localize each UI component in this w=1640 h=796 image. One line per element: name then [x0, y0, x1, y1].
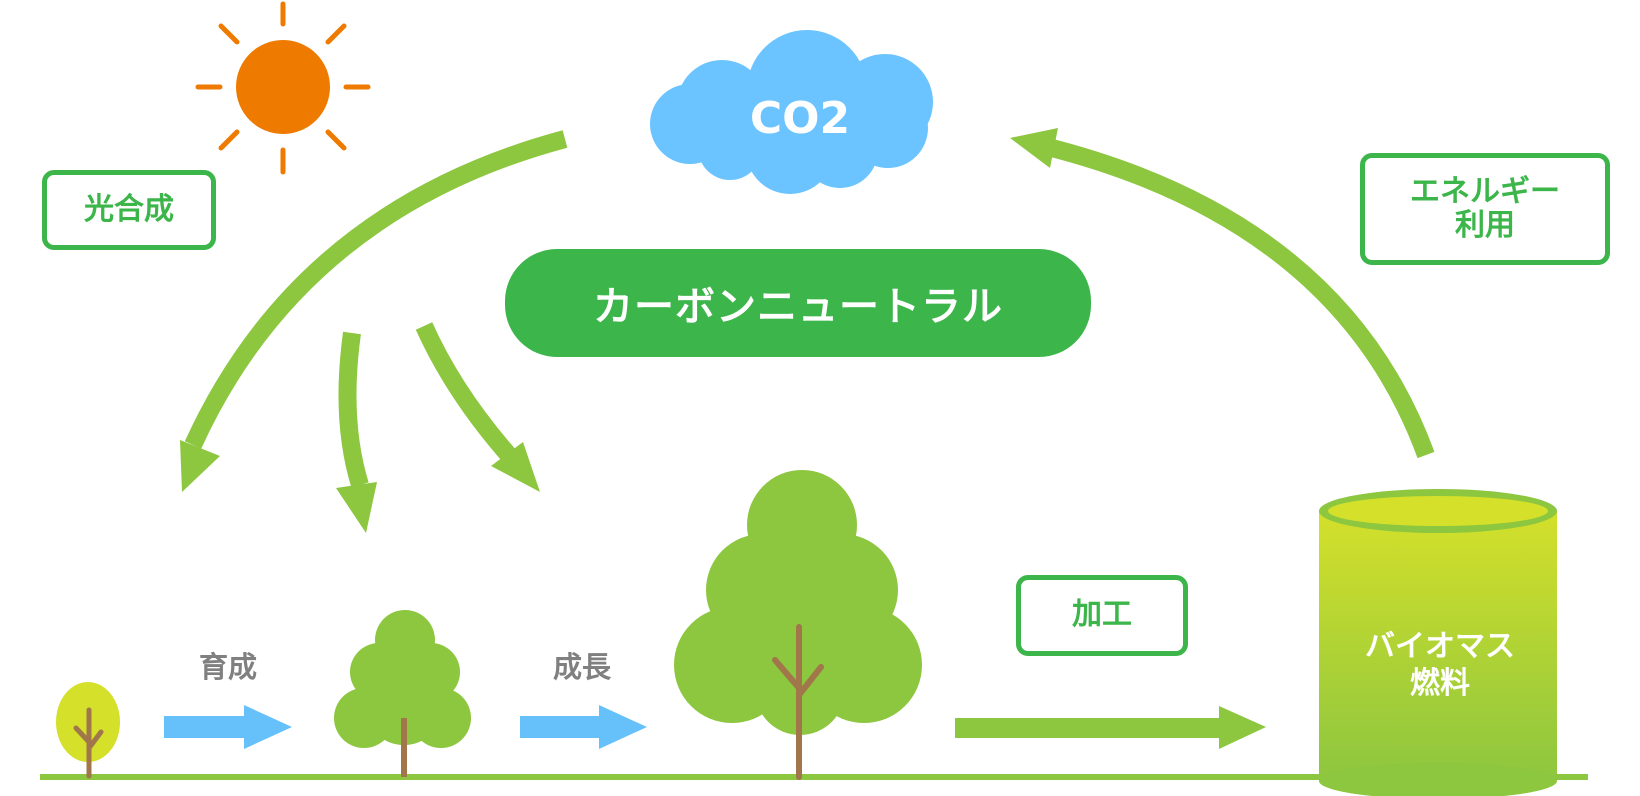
- large-tree-icon: [674, 470, 922, 780]
- title-pill: カーボンニュートラル: [505, 249, 1091, 357]
- processing-flow-arrow: [955, 706, 1266, 749]
- sun-icon: [195, 1, 371, 175]
- biomass-barrel-icon: [1319, 489, 1557, 796]
- photosynthesis-arrow: [180, 130, 568, 492]
- energy-use-label: エネルギー 利用: [1360, 153, 1610, 265]
- small-tree-icon: [334, 610, 471, 777]
- cloud-icon: [650, 30, 933, 194]
- co2-label: CO2: [749, 92, 851, 144]
- biomass-fuel-line-1: バイオマス: [1365, 628, 1515, 664]
- biomass-fuel-line-2: 燃料: [1410, 666, 1470, 701]
- sapling-icon: [56, 682, 120, 779]
- nurture-flow-arrow: [164, 705, 292, 749]
- growth-label: 成長: [552, 650, 611, 684]
- energy-use-line-1: エネルギー: [1410, 173, 1560, 209]
- biomass-fuel-label: バイオマス 燃料: [1340, 620, 1540, 710]
- photosynthesis-label: 光合成: [42, 170, 216, 250]
- energy-use-line-2: 利用: [1455, 208, 1515, 243]
- energy-release-arrow: [1010, 128, 1435, 459]
- absorb-arrow-small-tree: [336, 331, 377, 533]
- nurture-label: 育成: [198, 650, 257, 684]
- processing-label: 加工: [1016, 575, 1188, 656]
- growth-flow-arrow: [520, 705, 647, 749]
- absorb-arrow-large-tree: [415, 322, 540, 492]
